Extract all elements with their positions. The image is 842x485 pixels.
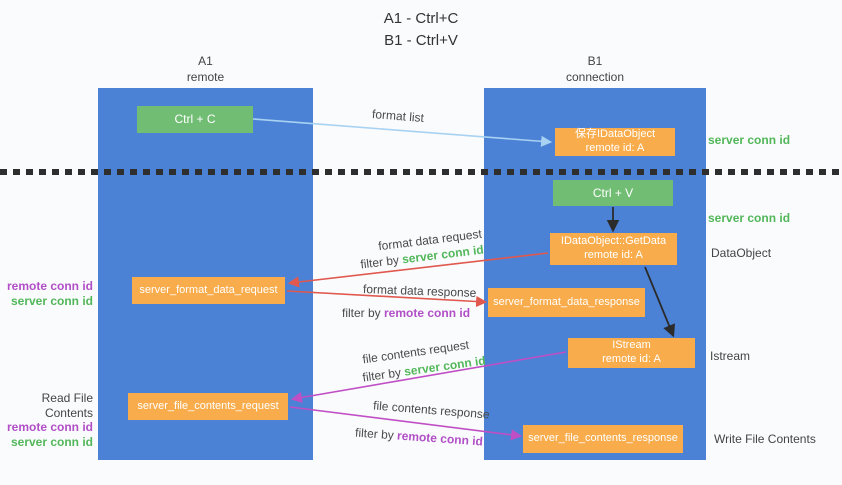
getdata-line1: IDataObject::GetData <box>560 235 667 248</box>
remote-conn-id-label-2: remote conn id <box>6 420 93 435</box>
ctrl-c-label: Ctrl + C <box>174 112 216 126</box>
session-divider-dashed-line <box>0 169 842 175</box>
server-file-contents-response-label: server_file_contents_response <box>528 432 678 445</box>
getdata-box: IDataObject::GetData remote id: A <box>550 233 677 265</box>
read-file-contents-label: Read File Contents <box>41 391 93 420</box>
filter-by-text-2: filter by <box>342 306 385 320</box>
istream-line1: IStream <box>612 339 651 352</box>
filter-by-text-1: filter by <box>359 252 404 272</box>
remote-conn-id-key-2: remote conn id <box>384 306 471 320</box>
save-dataobject-line1: 保存IDataObject <box>574 128 656 141</box>
server-conn-id-label-top: server conn id <box>708 133 791 147</box>
ctrl-v-label: Ctrl + V <box>592 185 634 200</box>
remote-conn-id-label-1: remote conn id <box>6 279 93 293</box>
server-format-data-response-label: server_format_data_response <box>493 295 640 308</box>
dataobject-label: DataObject <box>711 246 772 260</box>
getdata-line2: remote id: A <box>584 249 643 261</box>
lane-b1-subtitle: connection <box>565 69 625 84</box>
istream-line2: remote id: A <box>602 353 661 365</box>
lane-a1-name: A1 <box>198 54 213 68</box>
format-data-response-label: format data response <box>362 282 477 300</box>
write-file-contents-label: Write File Contents <box>714 432 816 446</box>
filter-by-text-3: filter by <box>361 364 406 385</box>
lane-header-a1: A1 remote <box>98 54 313 85</box>
title-line-b1: B1 - Ctrl+V <box>384 31 458 49</box>
lane-b1-name: B1 <box>587 54 603 68</box>
save-dataobject-box: 保存IDataObject remote id: A <box>555 128 675 156</box>
format-list-label: format list <box>371 106 425 126</box>
server-conn-id-label-2: server conn id <box>10 434 93 449</box>
server-format-data-request-label: server_format_data_request <box>139 283 278 296</box>
istream-box: IStream remote id: A <box>568 338 695 368</box>
filter-by-text-4: filter by <box>354 425 398 443</box>
file-contents-response-filter-label: filter by remote conn id <box>355 426 484 449</box>
server-format-data-request-box: server_format_data_request <box>132 277 285 304</box>
title-line-a1: A1 - Ctrl+C <box>383 10 459 27</box>
server-file-contents-response-box: server_file_contents_response <box>523 425 683 453</box>
ctrl-v-box: Ctrl + V <box>553 180 673 206</box>
ctrl-c-box: Ctrl + C <box>137 106 253 133</box>
format-data-response-filter-label: filter by remote conn id <box>342 306 470 320</box>
file-request-conn-ids: Read File Contents remote conn id server… <box>0 391 93 450</box>
lane-header-b1: B1 connection <box>484 54 706 85</box>
server-format-data-response-box: server_format_data_response <box>488 288 645 317</box>
server-file-contents-request-label: server_file_contents_request <box>137 399 279 412</box>
server-conn-id-label-mid: server conn id <box>708 211 791 225</box>
file-contents-response-label: file contents response <box>372 398 491 422</box>
lane-a1-subtitle: remote <box>186 69 225 84</box>
diagram-title: A1 - Ctrl+C B1 - Ctrl+V <box>0 8 842 52</box>
istream-side-label: Istream <box>710 349 751 363</box>
server-conn-id-label-1: server conn id <box>10 293 93 308</box>
remote-conn-id-key-4: remote conn id <box>396 428 484 449</box>
save-dataobject-line2: remote id: A <box>585 142 645 154</box>
format-request-conn-ids: remote conn id server conn id <box>0 279 93 308</box>
server-file-contents-request-box: server_file_contents_request <box>128 393 288 420</box>
